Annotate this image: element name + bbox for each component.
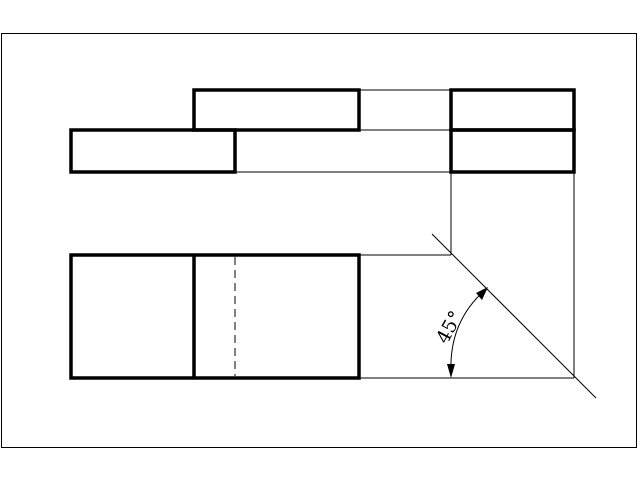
top-view-upper-block (192, 88, 361, 132)
angle-arrow-bottom (447, 364, 455, 378)
angle-dimension: 45° (432, 287, 488, 378)
side-view (449, 88, 576, 174)
angle-arrow-top (476, 287, 488, 300)
top-view-lower-block (69, 128, 237, 174)
side-view-lower-block (449, 128, 576, 174)
angle-label: 45° (432, 307, 467, 347)
front-view-outline (69, 253, 361, 380)
miter-line-45deg (431, 233, 597, 399)
projection-lines (235, 89, 597, 399)
drawing-frame (1, 33, 637, 448)
front-view (69, 253, 361, 380)
side-view-upper-block (449, 88, 576, 132)
top-view (69, 88, 361, 174)
angle-arc (450, 289, 486, 373)
